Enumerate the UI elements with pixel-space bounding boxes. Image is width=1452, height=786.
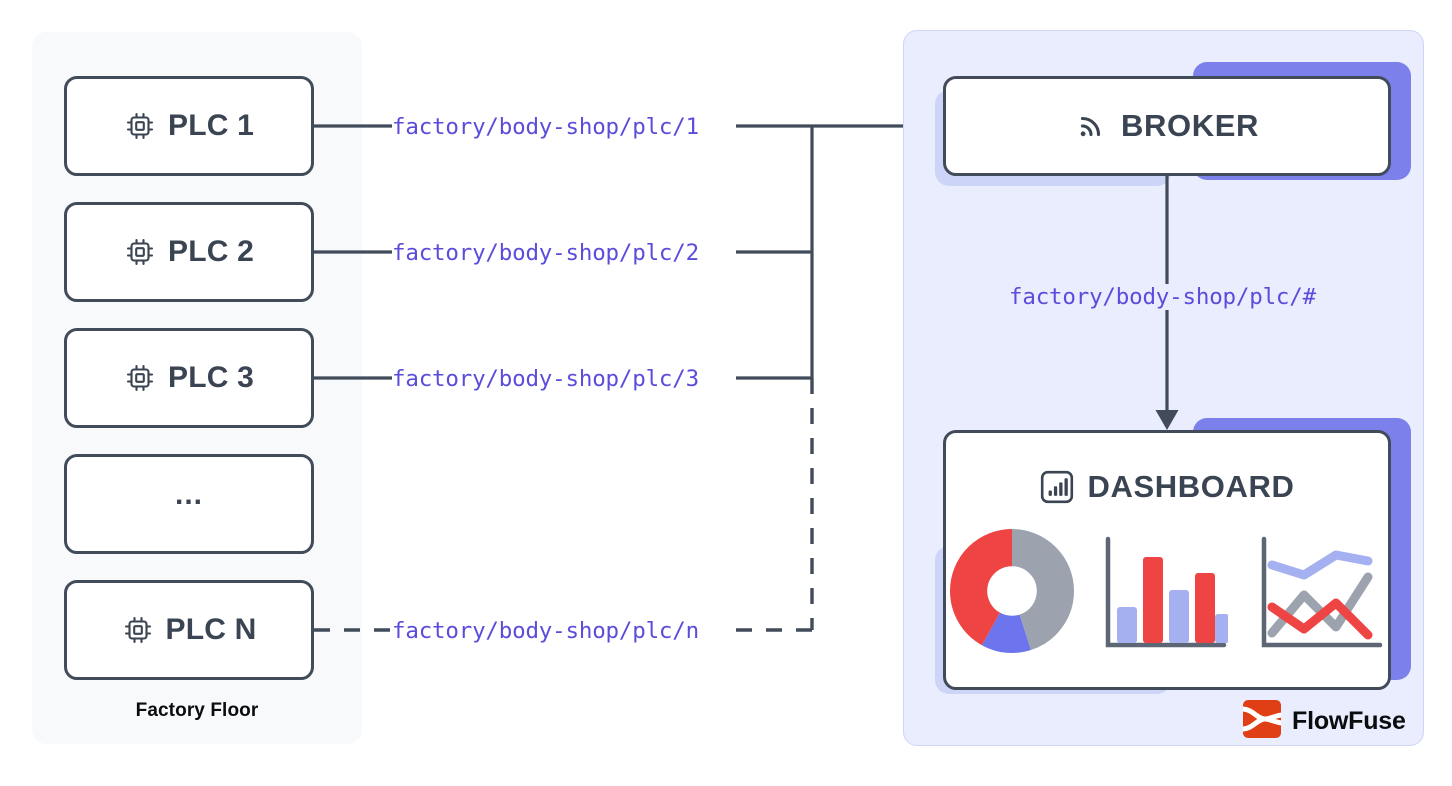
plc-2-box[interactable]: PLC 2 [64, 202, 314, 302]
cpu-chip-icon [122, 614, 154, 646]
cpu-chip-icon [124, 236, 156, 268]
dashboard-label: DASHBOARD [1087, 469, 1295, 504]
broker-label: BROKER [1121, 108, 1259, 143]
flowfuse-wordmark: FlowFuse [1292, 707, 1406, 735]
topic-label-plc-3: factory/body-shop/plc/3 [392, 366, 699, 392]
plc-n-box[interactable]: PLC N [64, 580, 314, 680]
rss-broadcast-icon [1075, 110, 1107, 142]
flowfuse-brand: FlowFuse [1241, 700, 1406, 743]
plc-ellipsis-box: ... [64, 454, 314, 554]
factory-floor-label: Factory Floor [135, 700, 259, 721]
topic-label-plc-2: factory/body-shop/plc/2 [392, 240, 699, 266]
topic-label-subscription: factory/body-shop/plc/# [1003, 284, 1322, 310]
plc-3-label: PLC 3 [167, 361, 255, 394]
plc-n-label: PLC N [165, 613, 257, 646]
donut-chart [950, 529, 1074, 658]
line-chart [1256, 535, 1384, 658]
dashboard-box[interactable]: DASHBOARD [943, 430, 1391, 690]
plc-2-label: PLC 2 [167, 235, 255, 268]
plc-3-box[interactable]: PLC 3 [64, 328, 314, 428]
topic-label-plc-n: factory/body-shop/plc/n [392, 618, 699, 644]
dashboard-charts [946, 529, 1388, 658]
bar-chart-square-icon [1040, 470, 1074, 504]
cpu-chip-icon [124, 110, 156, 142]
broker-box[interactable]: BROKER [943, 76, 1391, 176]
dashboard-header: DASHBOARD [946, 469, 1388, 505]
plc-1-label: PLC 1 [167, 109, 255, 142]
topic-label-plc-1: factory/body-shop/plc/1 [392, 114, 699, 140]
flowfuse-logo-icon [1241, 700, 1284, 743]
cpu-chip-icon [124, 362, 156, 394]
plc-1-box[interactable]: PLC 1 [64, 76, 314, 176]
bar-chart [1102, 535, 1229, 658]
